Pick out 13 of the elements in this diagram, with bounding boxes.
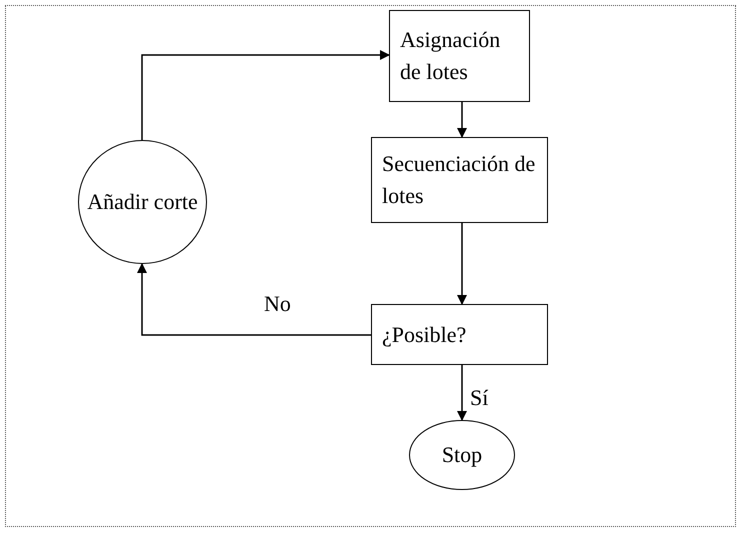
- node-label: Asignación de lotes: [400, 26, 502, 86]
- node-label: Secuenciación de lotes: [382, 150, 536, 210]
- node-label: ¿Posible?: [382, 320, 466, 349]
- process-box: [389, 10, 530, 102]
- arrow: [457, 223, 467, 305]
- process-box: [371, 304, 548, 365]
- arrow: [457, 102, 467, 138]
- arrow: [457, 365, 467, 421]
- arrow: [141, 50, 390, 140]
- arrow: [137, 263, 371, 336]
- node-label: Stop: [442, 441, 482, 470]
- node-label: Añadir corte: [87, 188, 198, 216]
- process-box: [371, 137, 548, 223]
